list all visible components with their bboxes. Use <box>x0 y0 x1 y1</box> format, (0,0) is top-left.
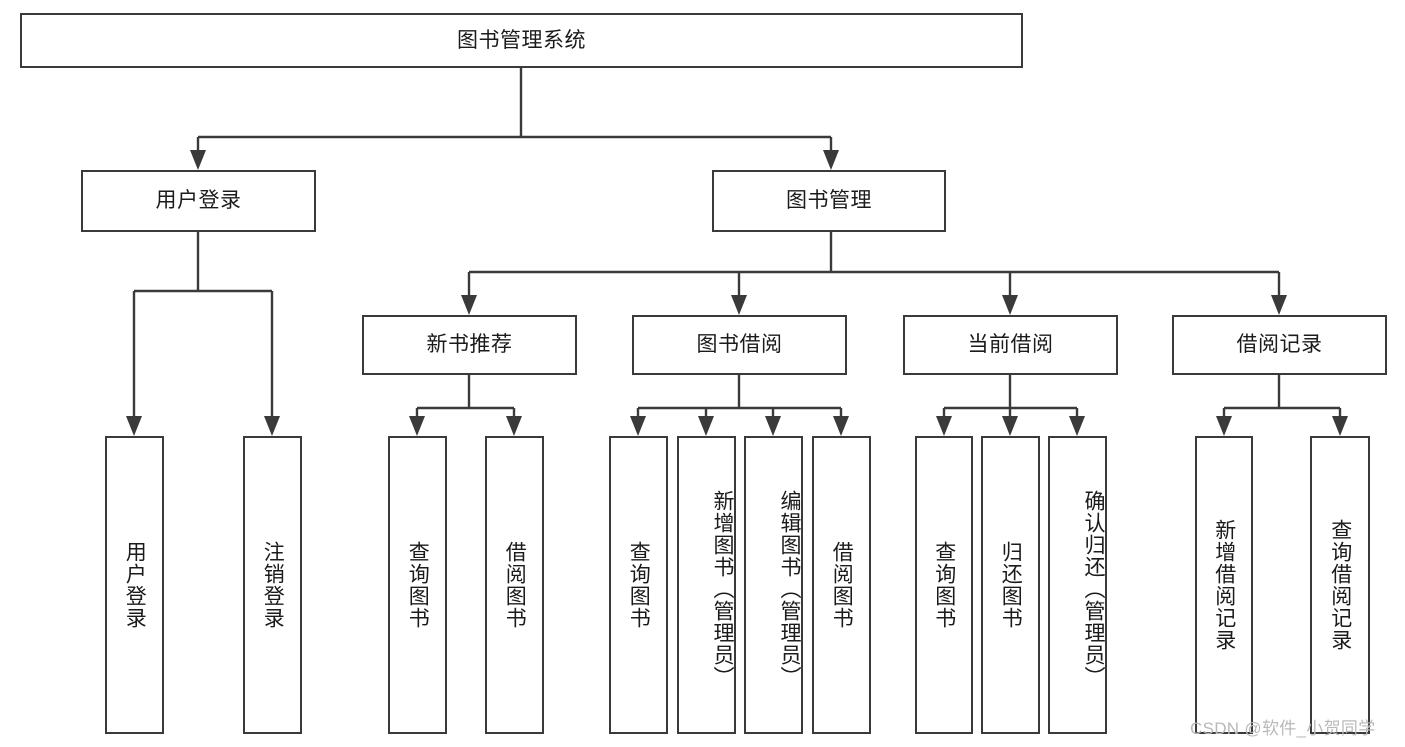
node-label: 图书借阅 <box>696 333 783 357</box>
leaf-logout-login[interactable]: 注销登录 <box>243 436 302 734</box>
node-label: 注销登录 <box>261 541 285 629</box>
leaf-query-borrow-record[interactable]: 查询借阅记录 <box>1310 436 1370 734</box>
leaf-confirm-return-admin[interactable]: 确认归还（管理员） <box>1048 436 1107 734</box>
node-label: 当前借阅 <box>967 333 1054 357</box>
node-borrow-record[interactable]: 借阅记录 <box>1172 315 1387 375</box>
node-label: 查询借阅记录 <box>1328 519 1352 651</box>
node-label: 归还图书 <box>999 541 1023 629</box>
node-label: 用户登录 <box>155 189 242 213</box>
leaf-edit-book-admin[interactable]: 编辑图书（管理员） <box>744 436 803 734</box>
node-label: 借阅记录 <box>1236 333 1323 357</box>
node-label: 查询图书 <box>627 541 651 629</box>
leaf-add-book-admin[interactable]: 新增图书（管理员） <box>677 436 736 734</box>
node-label: 查询图书 <box>932 541 956 629</box>
leaf-return-book[interactable]: 归还图书 <box>981 436 1040 734</box>
node-label: 借阅图书 <box>503 541 527 629</box>
leaf-query-book-borrow[interactable]: 查询图书 <box>609 436 668 734</box>
node-label: 确认归还（管理员） <box>1082 490 1105 688</box>
node-book-borrow[interactable]: 图书借阅 <box>632 315 847 375</box>
node-label: 新增图书（管理员） <box>711 490 734 688</box>
node-label: 图书管理 <box>786 189 872 213</box>
node-root-system[interactable]: 图书管理系统 <box>20 13 1023 68</box>
leaf-query-book-recommend[interactable]: 查询图书 <box>388 436 447 734</box>
leaf-user-login[interactable]: 用户登录 <box>105 436 164 734</box>
node-label: 借阅图书 <box>830 541 854 629</box>
node-user-login[interactable]: 用户登录 <box>81 170 316 232</box>
node-label: 新增借阅记录 <box>1212 519 1236 651</box>
leaf-borrow-book-recommend[interactable]: 借阅图书 <box>485 436 544 734</box>
leaf-borrow-book[interactable]: 借阅图书 <box>812 436 871 734</box>
node-new-book-recommend[interactable]: 新书推荐 <box>362 315 577 375</box>
node-label: 新书推荐 <box>426 333 513 357</box>
node-label: 查询图书 <box>406 541 430 629</box>
leaf-query-book-current[interactable]: 查询图书 <box>915 436 973 734</box>
leaf-add-borrow-record[interactable]: 新增借阅记录 <box>1195 436 1253 734</box>
node-label: 用户登录 <box>123 541 147 629</box>
node-label: 编辑图书（管理员） <box>778 490 801 688</box>
watermark: CSDN @软件_小贺同学 <box>1190 719 1376 738</box>
node-book-management[interactable]: 图书管理 <box>712 170 946 232</box>
node-label: 图书管理系统 <box>457 28 586 52</box>
node-current-borrow[interactable]: 当前借阅 <box>903 315 1118 375</box>
